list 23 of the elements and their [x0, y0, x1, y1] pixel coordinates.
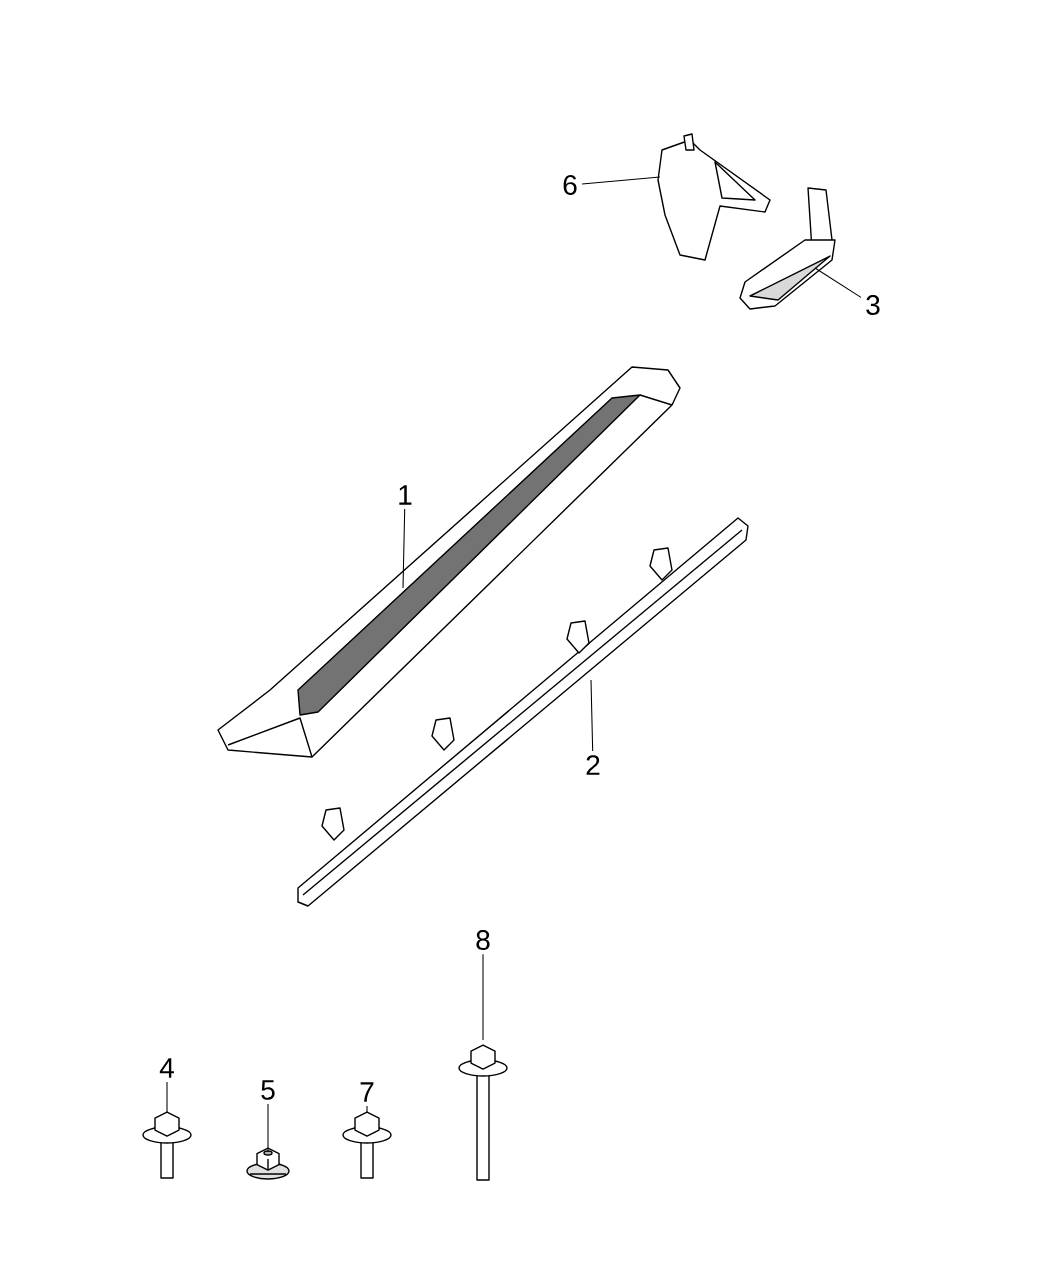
leader-line	[814, 267, 862, 298]
callout-number: 7	[360, 1082, 374, 1102]
leader-line	[590, 679, 594, 752]
bolt-drawing	[142, 1111, 192, 1179]
leader-line	[267, 1103, 269, 1153]
step-pad-drawing	[739, 187, 836, 310]
leader-line	[581, 176, 661, 185]
callout-number: 2	[586, 755, 600, 775]
callout-number: 8	[476, 930, 490, 950]
bracket-drawing	[657, 133, 771, 261]
callout-number: 5	[261, 1080, 275, 1100]
callout-number: 6	[563, 175, 577, 195]
bolt-drawing	[342, 1111, 392, 1179]
nut-drawing	[246, 1147, 290, 1180]
callout-number: 4	[159, 1058, 174, 1078]
callout-number: 1	[399, 485, 412, 505]
leader-line	[366, 1105, 368, 1113]
bolt-drawing	[458, 1044, 508, 1181]
leader-line	[402, 508, 406, 589]
leader-line	[166, 1081, 168, 1113]
rail-drawing	[297, 517, 749, 907]
callout-number: 3	[866, 295, 880, 315]
leader-line	[482, 953, 484, 1041]
